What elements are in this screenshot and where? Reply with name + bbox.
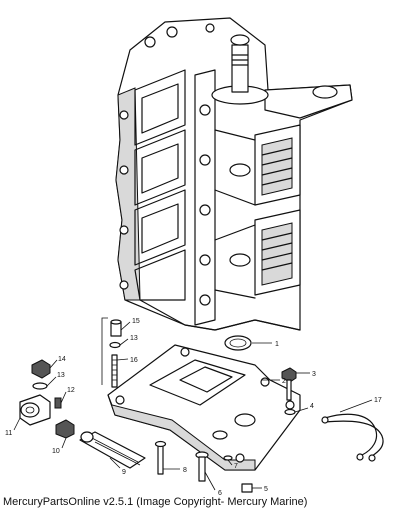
callout-4: 4 xyxy=(310,403,314,410)
callout-1: 1 xyxy=(275,341,279,348)
adapter-plate xyxy=(107,344,301,471)
image-caption: MercuryPartsOnline v2.5.1 (Image Copyrig… xyxy=(3,496,308,508)
callout-12: 12 xyxy=(67,387,75,394)
wire-harness xyxy=(321,413,384,462)
callout-14: 14 xyxy=(58,356,66,363)
callout-5: 5 xyxy=(264,486,268,493)
callout-8: 8 xyxy=(183,467,187,474)
seal xyxy=(224,335,252,351)
cylinder-block xyxy=(115,17,353,331)
callout-6: 6 xyxy=(218,490,222,497)
callout-16: 16 xyxy=(130,357,138,364)
bolt-set xyxy=(154,367,297,493)
callout-15: 15 xyxy=(132,318,140,325)
callout-2: 2 xyxy=(282,378,286,385)
callout-10: 10 xyxy=(52,448,60,455)
callout-3: 3 xyxy=(312,371,316,378)
callout-11: 11 xyxy=(5,430,12,437)
callout-labels: 1 2 3 4 5 6 7 8 9 10 11 12 13 13 14 15 1… xyxy=(5,318,382,497)
callout-9: 9 xyxy=(122,469,126,476)
anode-housing xyxy=(19,394,62,426)
callout-7: 7 xyxy=(234,463,238,470)
callout-17: 17 xyxy=(374,397,382,404)
callout-13b: 13 xyxy=(130,335,138,342)
leader-lines xyxy=(13,321,373,491)
callout-13a: 13 xyxy=(57,372,65,379)
fitting-assembly xyxy=(55,419,146,469)
stud-assembly xyxy=(31,317,122,390)
